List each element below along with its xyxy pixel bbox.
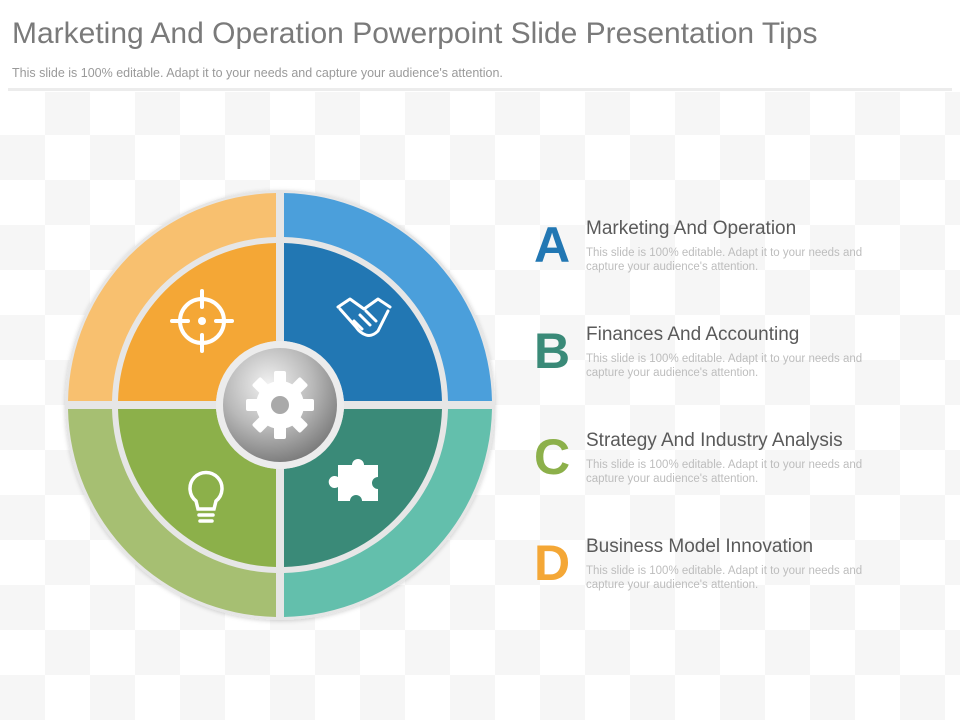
item-description: This slide is 100% editable. Adapt it to…	[586, 247, 863, 273]
slide-title: Marketing And Operation Powerpoint Slide…	[12, 17, 818, 50]
gear-icon	[246, 371, 314, 439]
item-letter: B	[534, 323, 571, 379]
slide-subtitle: This slide is 100% editable. Adapt it to…	[12, 66, 503, 80]
inner-quadrant-top-right	[284, 243, 442, 401]
wheel-graphic	[65, 190, 495, 620]
item-letter: C	[534, 429, 571, 485]
outer-segment-top-right	[284, 193, 492, 401]
item-description: This slide is 100% editable. Adapt it to…	[586, 459, 863, 485]
quadrant-wheel	[60, 185, 500, 625]
item-letter: D	[534, 535, 571, 591]
item-description: This slide is 100% editable. Adapt it to…	[586, 353, 863, 379]
inner-quadrant-bottom-left	[118, 409, 276, 567]
item-letter: A	[534, 217, 571, 273]
item-heading: Marketing And Operation	[586, 218, 797, 239]
outer-segment-bottom-right	[284, 409, 492, 617]
item-heading: Business Model Innovation	[586, 536, 814, 557]
inner-quadrant-top-left	[118, 243, 276, 401]
header-divider	[8, 88, 952, 91]
outer-segment-top-left	[68, 193, 276, 401]
handshake-icon	[336, 297, 392, 337]
puzzle-icon	[328, 459, 378, 501]
list-item-business-model: D Business Model Innovation This slide i…	[530, 528, 930, 618]
list-item-finances: B Finances And Accounting This slide is …	[530, 316, 930, 406]
lightbulb-icon	[188, 470, 224, 523]
item-heading: Strategy And Industry Analysis	[586, 430, 843, 451]
item-description: This slide is 100% editable. Adapt it to…	[586, 565, 863, 591]
slide-header: Marketing And Operation Powerpoint Slide…	[0, 0, 960, 92]
outer-segment-bottom-left	[68, 409, 276, 617]
list-item-strategy: C Strategy And Industry Analysis This sl…	[530, 422, 930, 512]
item-heading: Finances And Accounting	[586, 324, 800, 345]
list-item-marketing: A Marketing And Operation This slide is …	[530, 210, 930, 300]
target-icon	[170, 289, 234, 353]
